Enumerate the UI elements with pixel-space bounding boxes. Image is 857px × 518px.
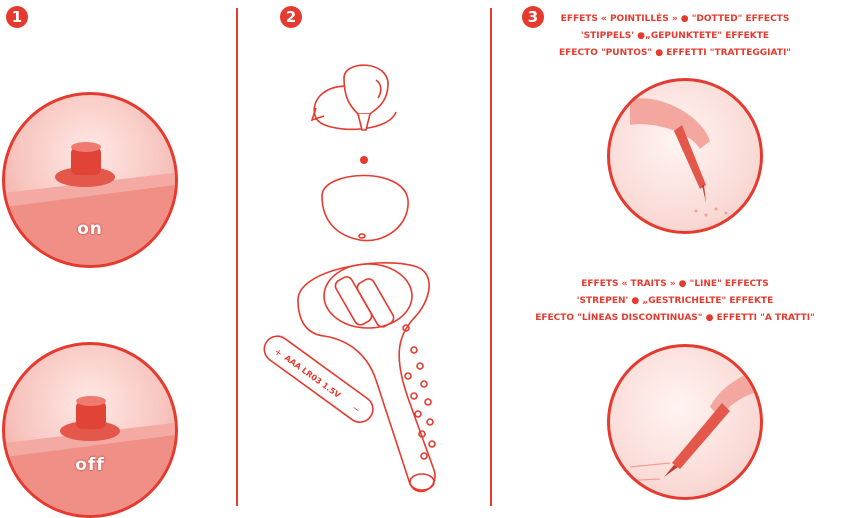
step-1-panel: 1 on off [0, 0, 236, 514]
dotted-caption-line-2: 'STIPPELS' ●„GEPUNKTETE" EFFEKTE [500, 28, 850, 45]
step-1-number: 1 [6, 6, 28, 28]
switch-off-illustration: off [2, 342, 178, 518]
line-effect-caption: EFFETS « TRAITS » ● "LINE" EFFECTS 'STRE… [500, 276, 850, 327]
pen-assembly-illustration: + AAA LR03 1.5V − [238, 0, 490, 514]
hand-drawing-line-icon [610, 347, 760, 497]
line-caption-line-3: EFECTO "LÍNEAS DISCONTINUAS" ● EFFETTI "… [500, 310, 850, 327]
line-caption-line-1: EFFETS « TRAITS » ● "LINE" EFFECTS [500, 276, 850, 293]
line-effect-illustration [607, 344, 763, 500]
dotted-caption-line-1: EFFETS « POINTILLÉS » ● "DOTTED" EFFECTS [500, 11, 850, 28]
switch-on-label: on [5, 219, 175, 239]
switch-off-label: off [5, 455, 175, 475]
switch-on-icon [5, 95, 175, 265]
switch-on-illustration: on [2, 92, 178, 268]
line-caption-line-2: 'STREPEN' ● „GESTRICHELTE" EFFEKTE [500, 293, 850, 310]
dotted-caption-line-3: EFECTO "PUNTOS" ● EFFETTI "TRATTEGGIATI" [500, 45, 850, 62]
switch-off-icon [5, 345, 175, 515]
step-2-panel: 2 [238, 0, 490, 514]
hand-dotting-icon [610, 81, 760, 231]
dotted-effect-illustration [607, 78, 763, 234]
dotted-effect-caption: EFFETS « POINTILLÉS » ● "DOTTED" EFFECTS… [500, 11, 850, 62]
